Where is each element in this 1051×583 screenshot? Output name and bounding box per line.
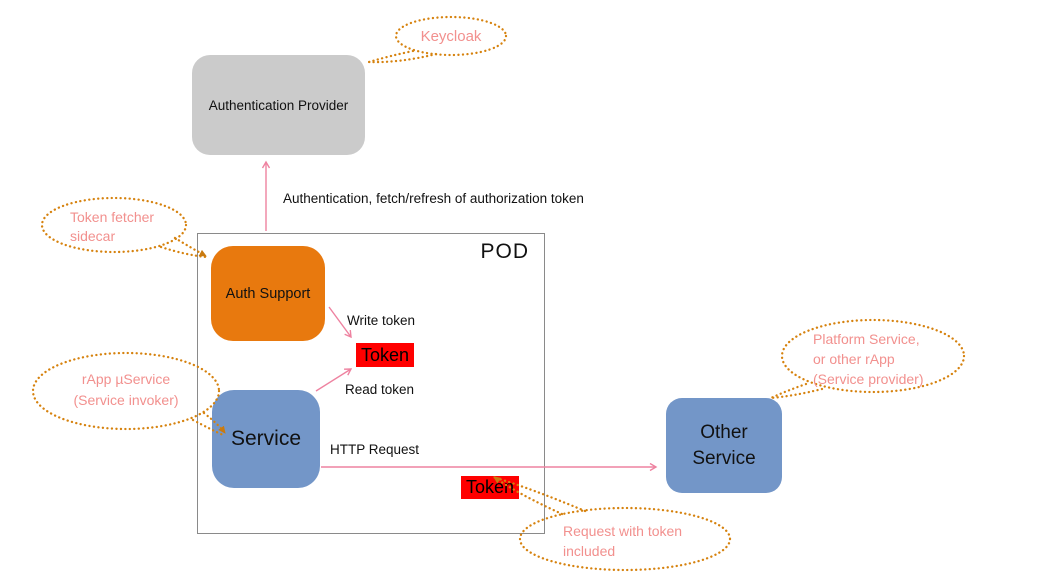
http-request-label: HTTP Request bbox=[330, 442, 420, 457]
keycloak-cloud-tail bbox=[367, 49, 415, 64]
token-fetcher-callout-text: Token fetcher sidecar bbox=[70, 208, 154, 246]
keycloak-callout-text: Keycloak bbox=[395, 27, 507, 47]
request-callout-text: Request with token included bbox=[563, 521, 682, 561]
token-request-chip: Token bbox=[461, 476, 519, 499]
other-service-label-line1: Other bbox=[700, 421, 748, 443]
read-token-label: Read token bbox=[345, 382, 415, 397]
other-service-box: Other Service bbox=[666, 398, 782, 493]
keycloak-callout-line: Keycloak bbox=[420, 28, 482, 45]
auth-provider-box: Authentication Provider bbox=[192, 55, 365, 155]
pod-label: POD bbox=[480, 240, 529, 263]
auth-support-label: Auth Support bbox=[225, 285, 311, 302]
other-service-label-line2: Service bbox=[692, 447, 756, 469]
platform-callout-text: Platform Service, or other rApp (Service… bbox=[813, 329, 923, 389]
keycloak-cloud-tail2 bbox=[367, 52, 438, 64]
auth-support-box: Auth Support bbox=[211, 246, 325, 341]
platform-callout-line1: Platform Service, bbox=[813, 331, 920, 347]
token-fetcher-callout-line2: sidecar bbox=[70, 228, 116, 244]
rapp-callout-line2: (Service invoker) bbox=[73, 392, 179, 408]
platform-cloud-tail2 bbox=[769, 387, 824, 400]
token-fetcher-callout-line1: Token fetcher bbox=[70, 209, 155, 225]
auth-flow-label: Authentication, fetch/refresh of authori… bbox=[283, 191, 584, 206]
request-callout-line2: included bbox=[563, 543, 616, 559]
platform-callout-line2: or other rApp bbox=[813, 351, 895, 367]
service-label: Service bbox=[230, 427, 302, 450]
platform-callout-line3: (Service provider) bbox=[813, 371, 924, 387]
service-box: Service bbox=[212, 390, 320, 488]
auth-provider-label: Authentication Provider bbox=[208, 97, 349, 113]
platform-cloud-tail bbox=[769, 382, 808, 400]
request-callout-line1: Request with token bbox=[563, 523, 683, 539]
rapp-callout-text: rApp µService (Service invoker) bbox=[40, 369, 212, 411]
token-request-label: Token bbox=[465, 477, 515, 497]
token-write-label: Token bbox=[360, 344, 410, 365]
write-token-label: Write token bbox=[347, 313, 416, 328]
rapp-callout-line1: rApp µService bbox=[81, 371, 171, 387]
token-write-chip: Token bbox=[356, 343, 414, 367]
